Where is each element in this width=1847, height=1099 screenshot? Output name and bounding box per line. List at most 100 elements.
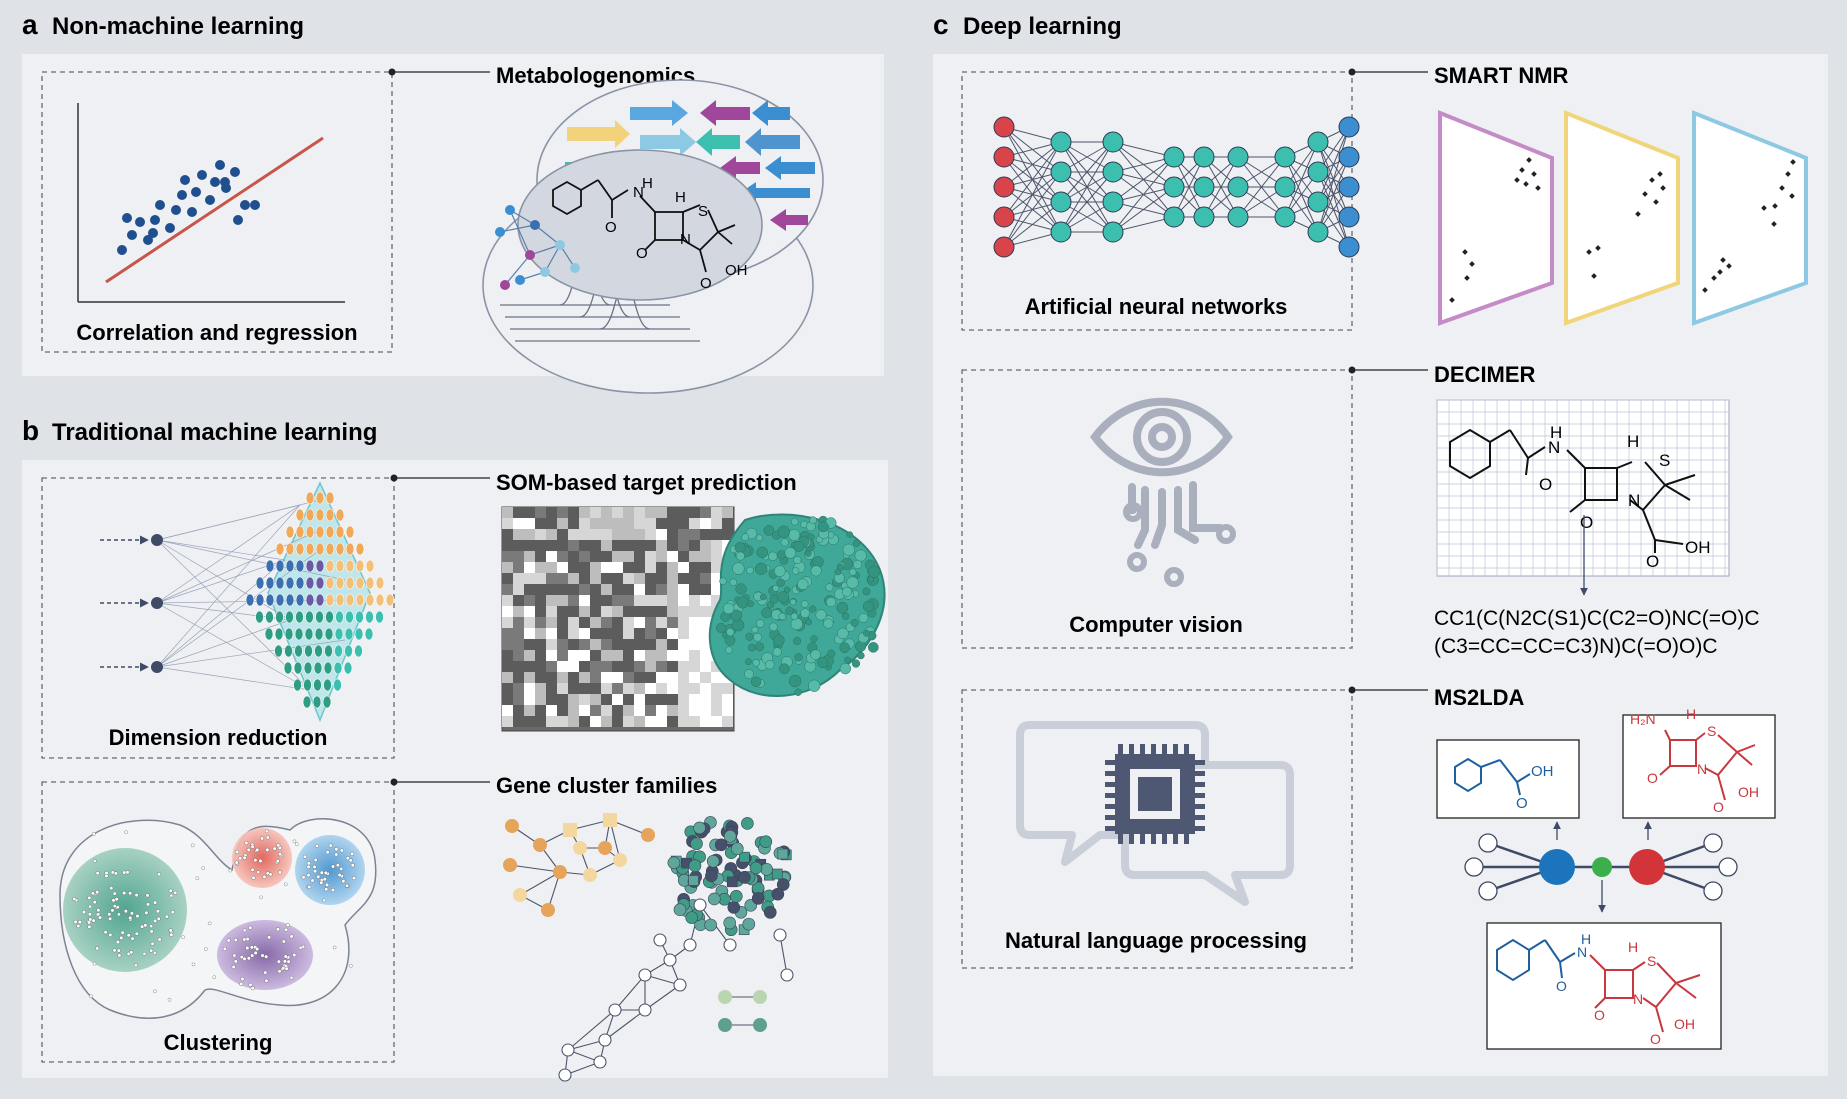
som-node (302, 695, 312, 709)
som-cell (579, 584, 590, 595)
som-cell (524, 617, 535, 628)
som-cell (656, 529, 667, 540)
som-node (295, 576, 305, 590)
som-cell (623, 683, 634, 694)
som-cell (612, 705, 623, 716)
cluster-point (235, 849, 240, 854)
som-cell (557, 716, 568, 727)
cluster-point (265, 835, 270, 840)
protein-atom (817, 656, 829, 669)
gcf-node (705, 869, 718, 883)
som-node (314, 644, 323, 658)
chip-pin (1105, 782, 1115, 787)
som-cell (689, 716, 700, 727)
som-node (293, 661, 303, 675)
ann-neuron (1307, 221, 1329, 243)
som-cell (612, 617, 623, 628)
gcf-node (729, 889, 743, 903)
cluster-point (153, 951, 157, 955)
atom-label: N (633, 184, 644, 201)
som-node (325, 559, 335, 573)
cluster-point (262, 874, 267, 879)
cluster-point (315, 844, 319, 848)
gcf-node (771, 887, 785, 901)
som-cell (623, 606, 634, 617)
som-cell (502, 683, 513, 694)
protein-atom (809, 516, 817, 524)
som-cell (689, 650, 700, 661)
gcf-node (706, 854, 720, 868)
regression-line (105, 136, 324, 284)
protein-atom (735, 583, 747, 595)
som-cell (700, 705, 711, 716)
som-node (324, 644, 333, 658)
som-cell (579, 518, 590, 529)
ms2lda-title: MS2LDA (1434, 685, 1525, 710)
som-cell (634, 573, 645, 584)
cluster-point (153, 900, 158, 905)
som-cell (601, 639, 612, 650)
som-node (325, 593, 335, 607)
protein-atom (732, 562, 745, 575)
cluster-point (195, 876, 200, 881)
protein-atom (836, 601, 849, 614)
protein-atom (794, 688, 802, 696)
som-cell (711, 672, 722, 683)
som-cell (502, 705, 513, 716)
som-cell (711, 694, 722, 705)
ms2lda-diagram: OH O H₂N H S N O O OH (1436, 706, 1776, 1050)
gcf-dense-cluster (667, 816, 792, 937)
protein-atom (788, 528, 801, 541)
panel-b-title: Traditional machine learning (52, 419, 377, 446)
som-node (345, 610, 354, 624)
som-node (295, 559, 305, 573)
som-cell (623, 716, 634, 727)
ann-neuron (1050, 221, 1072, 243)
som-cell (546, 573, 557, 584)
som-cell (678, 507, 689, 518)
protein-atom (810, 649, 821, 660)
cluster-point (275, 927, 280, 932)
som-cell (590, 628, 601, 639)
som-cell (689, 551, 700, 562)
protein-atom (867, 642, 879, 653)
cluster-purple (217, 920, 313, 990)
som-cell (568, 518, 579, 529)
som-node (343, 661, 353, 675)
som-cell (557, 639, 568, 650)
chip-pin (1195, 760, 1205, 765)
ann-neuron (993, 206, 1015, 228)
som-node (294, 644, 303, 658)
protein-atom (846, 531, 854, 538)
ann-neuron (1050, 191, 1072, 213)
som-cell (502, 518, 513, 529)
protein-atom (778, 612, 786, 621)
som-node (335, 576, 345, 590)
som-cell (722, 705, 733, 716)
som-target-title: SOM-based target prediction (496, 470, 797, 495)
decimer-image: N H O H S N O O OH (1436, 399, 1730, 596)
som-node (325, 542, 335, 556)
som-cell (513, 639, 524, 650)
cluster-point (113, 871, 118, 876)
som-cell (623, 661, 634, 672)
som-cell (557, 562, 568, 573)
atom-label: S (1659, 451, 1670, 470)
gcf-node (738, 871, 751, 884)
som-cell (689, 606, 700, 617)
som-cell (546, 694, 557, 705)
protein-atom (744, 669, 754, 679)
som-cell (513, 573, 524, 584)
som-cell (513, 650, 524, 661)
cluster-point (294, 842, 299, 847)
cluster-point (264, 978, 269, 983)
protein-atom (761, 607, 773, 619)
som-cell (579, 617, 590, 628)
som-cell (535, 529, 546, 540)
cluster-point (181, 935, 185, 939)
cluster-point (319, 880, 324, 885)
protein-atom (756, 546, 769, 559)
som-node (334, 644, 343, 658)
atom-label: S (698, 203, 708, 220)
som-node (322, 695, 332, 709)
